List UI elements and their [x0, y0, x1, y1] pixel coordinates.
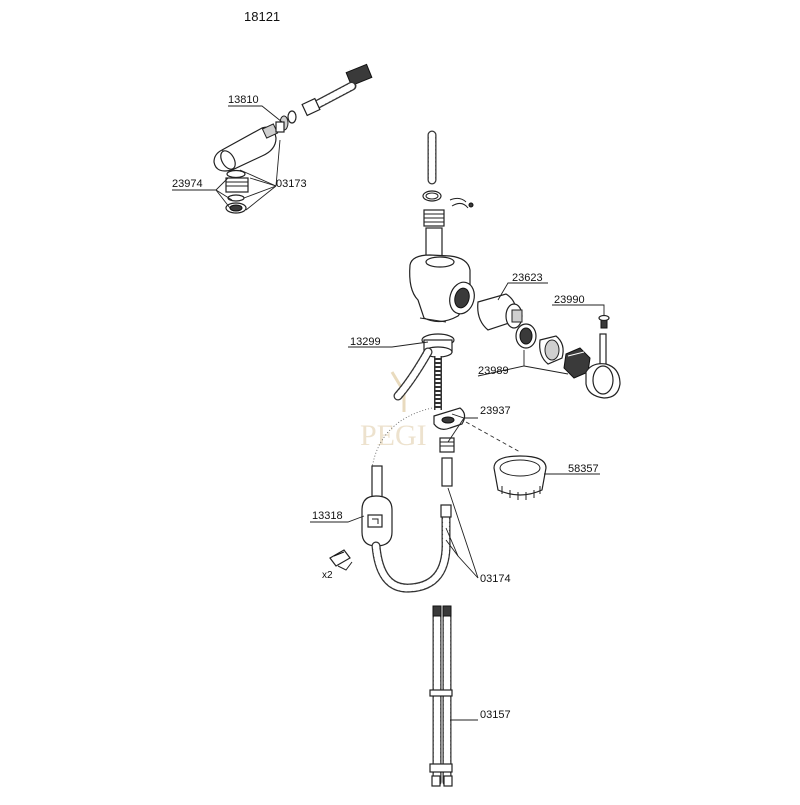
- label-03157: 03157: [480, 709, 511, 721]
- model-number: 18121: [244, 9, 280, 24]
- spout-seals: [422, 190, 474, 209]
- cartridge: [477, 293, 523, 331]
- mounting-nut: [439, 437, 455, 487]
- faucet-body: [409, 254, 475, 323]
- spout-base-connector: [423, 209, 445, 259]
- gear-ring: [493, 455, 547, 500]
- spout: [345, 42, 439, 185]
- supply-hoses: [429, 605, 453, 787]
- aerator-parts: [225, 169, 249, 214]
- cartridge-nut: [515, 323, 564, 365]
- spray-hose-connector: [279, 81, 357, 131]
- leader-lines: [172, 105, 605, 721]
- hose-weight: [361, 465, 393, 547]
- mounting-shank: [421, 333, 455, 410]
- guide-dots: [371, 407, 433, 469]
- lever-handle: [585, 333, 621, 399]
- label-23623: 23623: [512, 272, 543, 284]
- label-23974: 23974: [172, 178, 203, 190]
- hose-clip: [329, 549, 353, 571]
- quantity-note: x2: [322, 570, 333, 581]
- label-58357: 58357: [568, 463, 599, 475]
- watermark: PEGI: [360, 371, 427, 452]
- label-23989: 23989: [478, 365, 509, 377]
- label-13299: 13299: [350, 336, 381, 348]
- label-23937: 23937: [480, 405, 511, 417]
- body-inlet-hose: [393, 347, 433, 401]
- horseshoe-clamp: [433, 407, 466, 430]
- label-13810: 13810: [228, 94, 259, 106]
- pull-out-hose: [371, 504, 452, 593]
- spray-head: [213, 121, 285, 172]
- set-screw: [598, 314, 610, 329]
- alignment-guide: [465, 421, 521, 453]
- label-03173: 03173: [276, 178, 307, 190]
- label-23990: 23990: [554, 294, 585, 306]
- watermark-text: PEGI: [360, 419, 427, 452]
- label-03174: 03174: [480, 573, 511, 585]
- label-13318: 13318: [312, 510, 343, 522]
- part-labels: 13810 23974 03173 23623 23990 13299 2398…: [172, 94, 599, 721]
